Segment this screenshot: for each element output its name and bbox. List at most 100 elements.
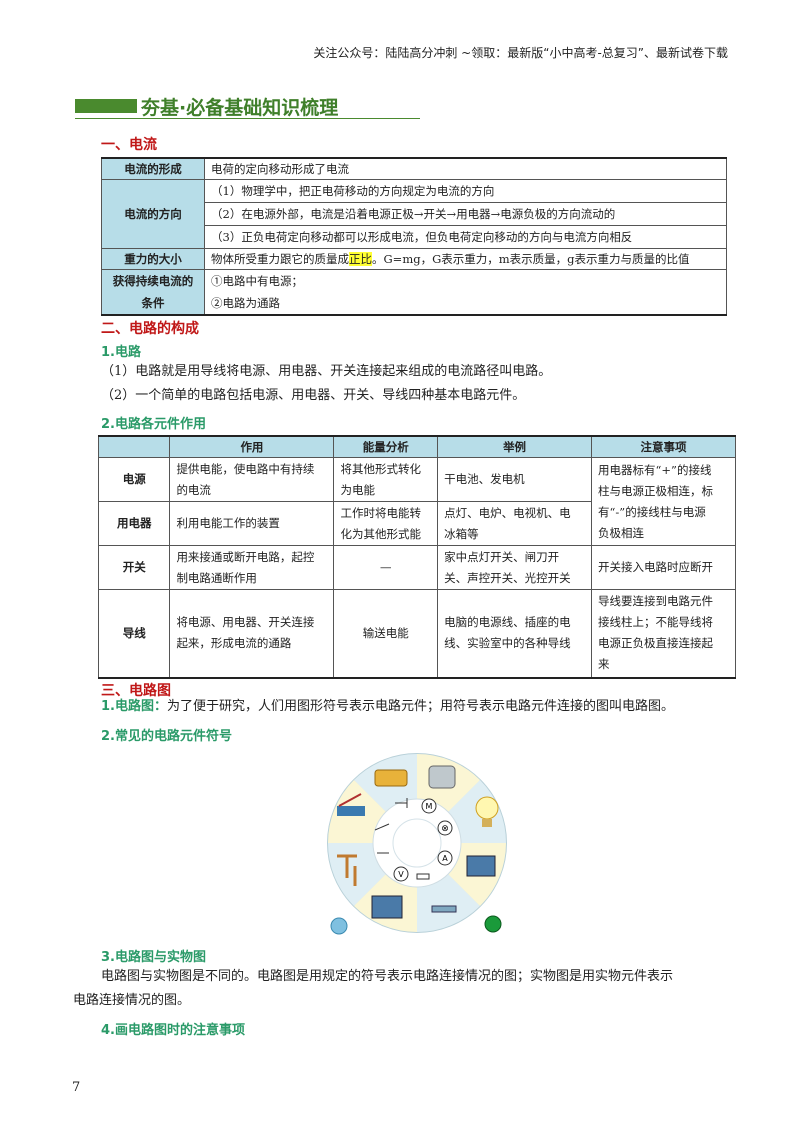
ammeter-symbol [437,850,453,866]
circuit-symbols-wheel: M ⊗ A V [317,748,517,938]
section-3-def-text: 为了便于研究，人们用图形符号表示电路元件；用符号表示电路元件连接的图叫电路图。 [166,699,674,714]
gravity-text-b: 。G=mg，G表示重力，m表示质量，g表示重力与质量的比值 [372,252,690,266]
wire-note-3: 电源正负极直接连接起 [598,636,714,651]
source-energy-2: 为电能 [340,482,375,497]
cell-direction-3: （3）正负电荷定向移动都可以形成电流，但负电荷定向移动的方向与电流方向相反 [204,225,727,249]
appliance-energy-2: 化为其他形式能 [340,526,421,541]
wire-role-1: 将电源、用电器、开关连接 [176,615,315,630]
row-switch-example: 家中点灯开关、闸刀开关、声控开关、光控开关 [437,545,593,590]
section-2-para2: （2）一个简单的电路包括电源、用电器、开关、导线四种基本电路元件。 [101,388,526,403]
cell-direction-label: 电流的方向 [101,179,205,249]
section-2-title: 二、电路的构成 [101,321,199,337]
wire-note-2: 接线柱上；不能导线将 [598,615,714,630]
th-notes: 注意事项 [591,435,736,458]
cell-condition-label: 获得持续电流的条件 [101,269,205,316]
row-source-example: 干电池、发电机 [437,457,593,502]
wire-note-1: 导线要连接到电路元件 [598,594,714,609]
bulb-icon [475,796,499,820]
knife-switch-blade-icon [338,793,362,807]
row-appliance-role: 利用电能工作的装置 [169,501,335,546]
voltmeter-symbol-letter: V [398,870,404,879]
banner-title: 夯基·必备基础知识梳理 [141,97,339,119]
condition-1: ①电路中有电源； [211,274,303,288]
section-3-title: 三、电路图 [101,683,171,699]
section-3-sub3: 3.电路图与实物图 [101,950,206,965]
banner-rule [75,118,420,119]
condition-label-2: 条件 [141,296,165,310]
section-3-para3-line2: 电路连接情况的图。 [73,993,191,1008]
current-table: 电流的形成 电荷的定向移动形成了电流 电流的方向 （1）物理学中，把正电荷移动的… [101,157,727,316]
gravity-text-a: 物体所受重力跟它的质量成 [211,252,349,266]
row-appliance-name: 用电器 [97,501,171,546]
row-source-name: 电源 [97,457,171,502]
section-2-sub1: 1.电路 [101,345,141,360]
row-source-role: 提供电能，使电路中有持续的电流 [169,457,335,502]
row-wire-note: 导线要连接到电路元件接线柱上；不能导线将电源正负极直接连接起来 [591,589,736,678]
green-dot-button-icon[interactable] [484,915,502,933]
cell-condition-text: ①电路中有电源； ②电路为通路 [204,269,727,316]
cell-gravity-label: 重力的大小 [101,248,205,270]
ammeter-real-icon [466,855,496,877]
th-blank [97,435,171,458]
appliance-example-2: 冰箱等 [444,526,479,541]
resistor-symbol [416,873,430,880]
row-wire-role: 将电源、用电器、开关连接起来，形成电流的通路 [169,589,335,678]
row-source-energy: 将其他形式转化为电能 [333,457,439,502]
circuit-symbols-svg: M ⊗ A V [327,753,507,935]
row-appliance-example: 点灯、电炉、电视机、电冰箱等 [437,501,593,546]
motor-symbol-letter: M [426,802,433,811]
switch-role-1: 用来接通或断开电路，起控 [176,549,315,564]
row-wire-name: 导线 [97,589,171,678]
wire-note-4: 来 [598,657,610,672]
refresh-icon[interactable] [330,917,348,935]
switch-example-2: 关、声控开关、光控开关 [444,570,571,585]
th-role: 作用 [169,435,335,458]
source-role-1: 提供电能，使电路中有持续 [176,461,315,476]
note12-line-1: 用电器标有“+”的接线 [598,462,712,477]
wire-example-2: 线、实验室中的各种导线 [444,636,571,651]
cell-direction-1: （1）物理学中，把正电荷移动的方向规定为电流的方向 [204,179,727,203]
cell-formation-label: 电流的形成 [101,157,205,180]
cell-direction-2: （2）在电源外部，电流是沿着电源正极→开关→用电器→电源负极的方向流动的 [204,202,727,226]
row-switch-note: 开关接入电路时应断开 [591,545,736,590]
appliance-example-1: 点灯、电炉、电视机、电 [444,505,571,520]
th-example: 举例 [437,435,593,458]
voltmeter-real-icon [371,895,403,919]
gravity-highlight: 正比 [349,252,372,266]
section-3-para3-line1: 电路图与实物图是不同的。电路图是用规定的符号表示电路连接情况的图；实物图是用实物… [101,969,674,984]
bulb-base-icon [482,819,492,827]
row-source-appliance-note: 用电器标有“+”的接线柱与电源正极相连，标有“-”的接线柱与电源负极相连 [591,457,736,546]
source-role-2: 的电流 [176,482,211,497]
row-switch-energy: — [333,545,439,590]
section-3-def-label: 1.电路图： [101,699,167,714]
cell-formation-text: 电荷的定向移动形成了电流 [204,157,727,180]
voltmeter-symbol [393,866,409,882]
cell-gravity-text: 物体所受重力跟它的质量成正比。G=mg，G表示重力，m表示质量，g表示重力与质量… [204,248,727,270]
row-appliance-energy: 工作时将电能转化为其他形式能 [333,501,439,546]
section-3-def: 1.电路图：为了便于研究，人们用图形符号表示电路元件；用符号表示电路元件连接的图… [101,696,674,718]
row-wire-energy: 输送电能 [333,589,439,678]
section-1-title: 一、电流 [101,137,157,153]
note12-line-2: 柱与电源正极相连，标 [598,483,714,498]
condition-2: ②电路为通路 [211,296,280,310]
section-3-sub2: 2.常见的电路元件符号 [101,729,232,744]
banner-bar [75,99,137,113]
row-switch-role: 用来接通或断开电路，起控制电路通断作用 [169,545,335,590]
row-switch-name: 开关 [97,545,171,590]
wire-example-1: 电脑的电源线、插座的电 [444,615,571,630]
components-table: 作用 能量分析 举例 注意事项 电源 提供电能，使电路中有持续的电流 将其他形式… [97,435,736,679]
lamp-symbol-glyph: ⊗ [441,824,449,834]
wire-role-2: 起来，形成电流的通路 [176,636,292,651]
wheel-center [392,818,442,868]
motor-icon [428,765,456,789]
row-wire-example: 电脑的电源线、插座的电线、实验室中的各种导线 [437,589,593,678]
appliance-energy-1: 工作时将电能转 [340,505,421,520]
ammeter-symbol-letter: A [442,854,448,863]
knife-switch-icon [337,806,365,816]
header-note: 关注公众号：陆陆高分冲刺 ~领取：最新版“小中高考-总复习”、最新试卷下载 [313,46,728,60]
source-energy-1: 将其他形式转化 [340,461,421,476]
page-number: 7 [72,1080,81,1095]
section-banner: 夯基·必备基础知识梳理 [75,93,420,123]
section-3-sub4: 4.画电路图时的注意事项 [101,1023,245,1038]
switch-symbol [374,823,390,831]
